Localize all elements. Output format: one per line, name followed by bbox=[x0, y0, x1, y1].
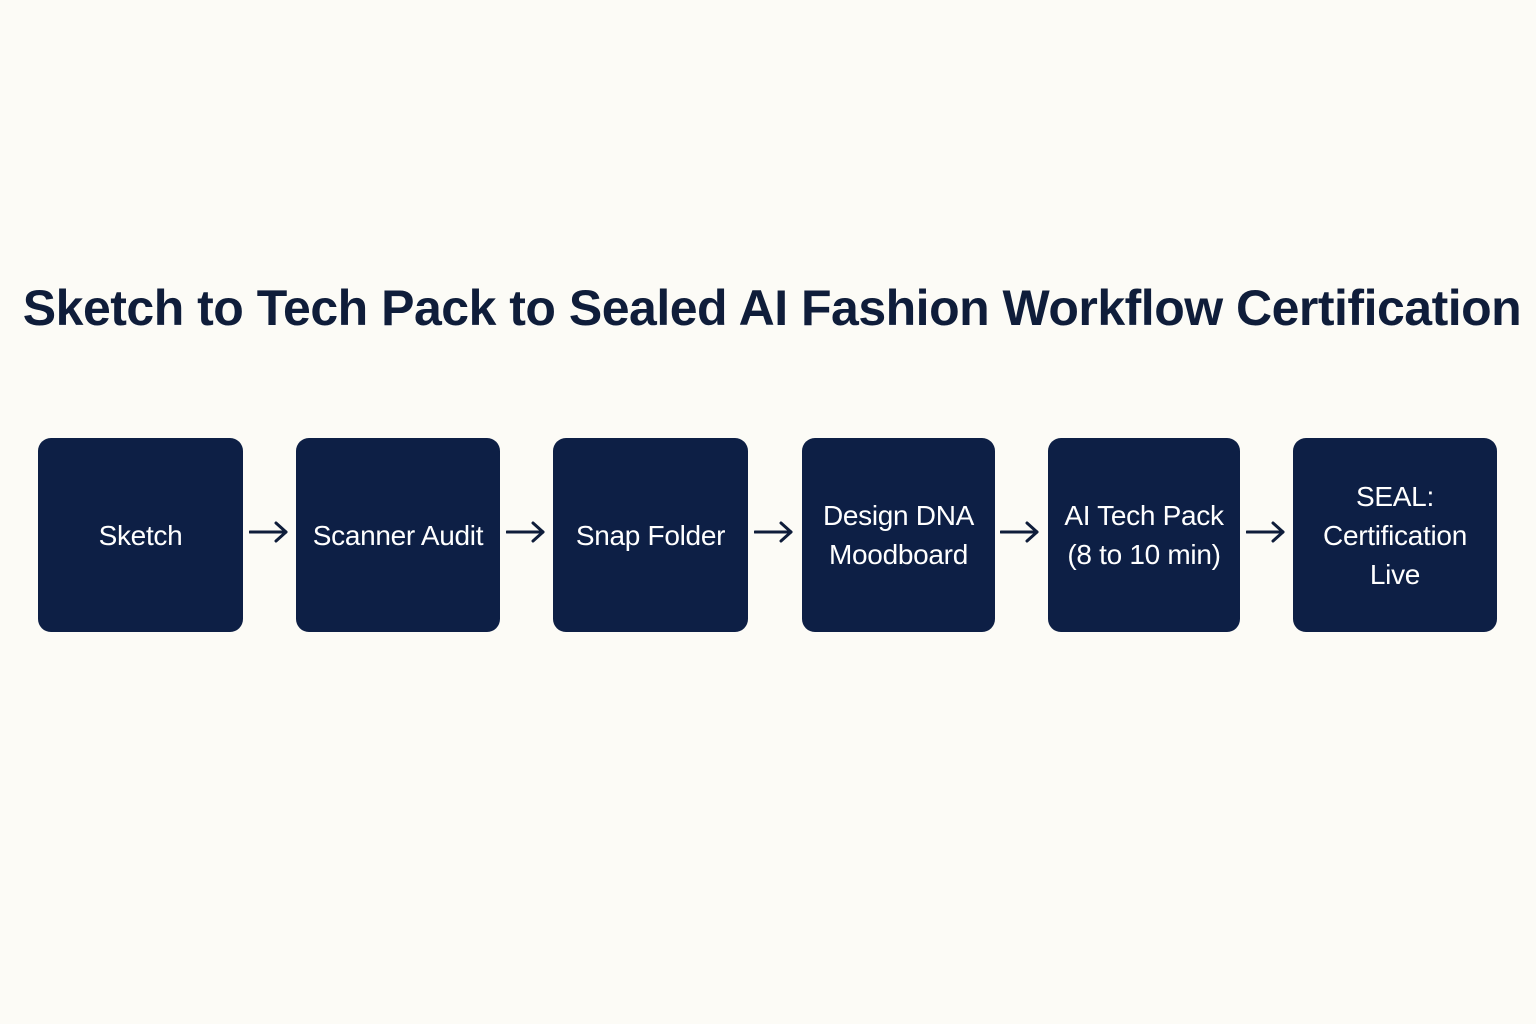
step-label: Design DNA Moodboard bbox=[822, 500, 975, 570]
step-seal-certification-live: SEAL: Certification Live bbox=[1293, 438, 1497, 632]
step-ai-tech-pack: AI Tech Pack (8 to 10 min) bbox=[1048, 438, 1240, 632]
step-snap-folder: Snap Folder bbox=[553, 438, 748, 632]
step-label: AI Tech Pack (8 to 10 min) bbox=[1064, 500, 1224, 570]
step-design-dna-moodboard: Design DNA Moodboard bbox=[802, 438, 995, 632]
step-label: Sketch bbox=[98, 519, 183, 551]
step-sketch: Sketch bbox=[38, 438, 243, 632]
right-arrow-icon bbox=[754, 519, 794, 545]
right-arrow-icon bbox=[506, 519, 546, 545]
diagram-title: Sketch to Tech Pack to Sealed AI Fashion… bbox=[22, 280, 1522, 336]
step-scanner-audit: Scanner Audit bbox=[296, 438, 500, 632]
step-label: SEAL: Certification Live bbox=[1323, 480, 1467, 590]
step-label: Snap Folder bbox=[575, 519, 726, 551]
right-arrow-icon bbox=[1246, 519, 1286, 545]
right-arrow-icon bbox=[1000, 519, 1040, 545]
right-arrow-icon bbox=[249, 519, 289, 545]
step-label: Scanner Audit bbox=[312, 519, 484, 551]
